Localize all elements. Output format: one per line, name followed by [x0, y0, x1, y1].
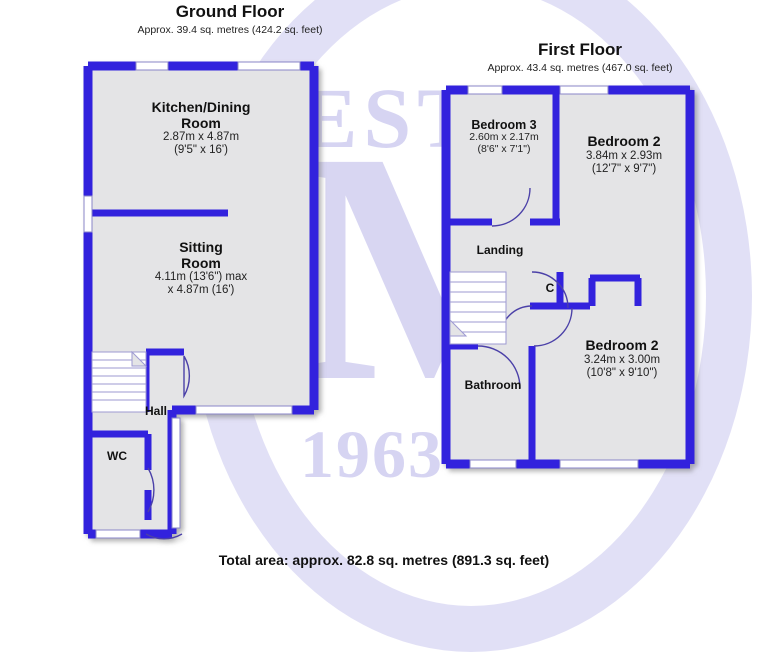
- room-name-line1: WC: [107, 449, 127, 463]
- ground-floor-stairs: [91, 350, 148, 413]
- room-dim-imperial: x 4.87m (16'): [167, 284, 235, 297]
- room-dim-metric: 3.84m x 2.93m: [585, 149, 663, 162]
- first-floor-plan: [441, 85, 695, 469]
- room-name-line1: Bedroom 3: [471, 118, 537, 132]
- room-label-cupboard: C: [536, 281, 564, 295]
- room-name-line1: Bedroom 2: [585, 337, 659, 353]
- room-label-wc: WC: [90, 449, 144, 463]
- room-name-line1: Kitchen/Dining: [151, 99, 251, 115]
- room-dim-metric: 2.87m x 4.87m: [162, 131, 240, 144]
- room-name-line1: Sitting: [179, 239, 223, 255]
- room-label-kitchen-dining: Kitchen/Dining Room 2.87m x 4.87m (9'5" …: [110, 99, 292, 157]
- room-dim-metric: 3.24m x 3.00m: [583, 353, 661, 366]
- room-name-line2: Room: [181, 254, 221, 271]
- room-label-bathroom: Bathroom: [456, 378, 530, 392]
- ground-floor-doors: [145, 355, 191, 540]
- first-floor-windows: [467, 85, 639, 469]
- room-label-landing: Landing: [462, 243, 538, 257]
- first-floor-internal-walls: [450, 94, 642, 464]
- first-floor-title: First Floor: [537, 40, 623, 59]
- room-dim-imperial: (8'6" x 7'1"): [477, 142, 531, 155]
- room-dim-imperial: (10'8" x 9'10"): [586, 366, 658, 379]
- floorplan-drawing: [83, 61, 695, 540]
- floorplan-canvas: M EST 1963: [83, 0, 752, 652]
- first-floor-stairs: [449, 271, 507, 345]
- room-name-line1: Landing: [476, 243, 524, 257]
- room-dim-metric: 4.11m (13'6") max: [154, 271, 248, 284]
- room-label-hall: Hall: [124, 404, 188, 418]
- room-name-line2: Room: [181, 114, 221, 131]
- room-name-line1: C: [545, 281, 555, 295]
- first-floor-area: Approx. 43.4 sq. metres (467.0 sq. feet): [487, 62, 673, 74]
- room-label-sitting-room: Sitting Room 4.11m (13'6") max x 4.87m (…: [118, 239, 284, 297]
- ground-floor-area: Approx. 39.4 sq. metres (424.2 sq. feet): [137, 24, 323, 36]
- first-floor-walls: [441, 85, 695, 469]
- room-label-bedroom-2-rear: Bedroom 2 3.24m x 3.00m (10'8" x 9'10"): [558, 337, 686, 379]
- room-name-line1: Bathroom: [464, 378, 522, 392]
- ground-floor-title: Ground Floor: [175, 2, 285, 21]
- total-area-text: Total area: approx. 82.8 sq. metres (891…: [218, 552, 550, 568]
- room-label-bedroom-3: Bedroom 3 2.60m x 2.17m (8'6" x 7'1"): [452, 118, 556, 156]
- room-name-line1: Bedroom 2: [587, 133, 661, 149]
- room-dim-imperial: (12'7" x 9'7"): [591, 162, 657, 175]
- room-label-bedroom-2-front: Bedroom 2 3.84m x 2.93m (12'7" x 9'7"): [562, 133, 686, 175]
- ground-floor-title-block: Ground Floor Approx. 39.4 sq. metres (42…: [90, 2, 370, 36]
- room-dim-metric: 2.60m x 2.17m: [469, 131, 539, 143]
- room-name-line1: Hall: [144, 404, 167, 418]
- room-dim-imperial: (9'5" x 16'): [174, 144, 228, 157]
- first-floor-title-block: First Floor Approx. 43.4 sq. metres (467…: [445, 40, 715, 74]
